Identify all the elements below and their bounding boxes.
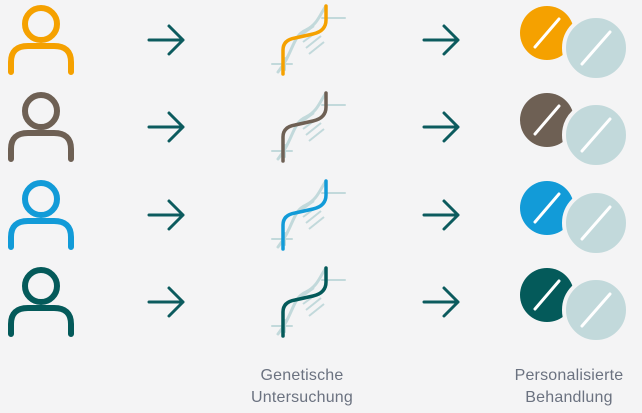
person-icon	[8, 267, 74, 337]
pill-icon	[520, 181, 630, 257]
pill-icon	[520, 268, 630, 344]
dna-icon	[271, 91, 346, 163]
dna-icon	[271, 179, 346, 251]
arrow-right-icon	[147, 111, 185, 143]
pathway-row-4	[8, 266, 630, 344]
person-icon	[8, 92, 74, 162]
person-icon	[8, 5, 74, 75]
dna-icon	[271, 266, 346, 338]
arrow-right-icon	[422, 199, 460, 231]
arrow-right-icon	[147, 24, 185, 56]
pill-icon	[520, 6, 630, 82]
caption-genetic-testing: Genetische Untersuchung	[222, 365, 382, 409]
pathway-row-3	[8, 179, 630, 257]
pathway-row-2	[8, 91, 630, 169]
arrow-right-icon	[422, 111, 460, 143]
pathway-row-1	[8, 4, 630, 82]
caption-personalized-treatment: Personalisierte Behandlung	[489, 365, 642, 409]
arrow-right-icon	[422, 286, 460, 318]
caption-treatment-line2: Behandlung	[525, 389, 613, 406]
arrow-right-icon	[422, 24, 460, 56]
pill-icon	[520, 93, 630, 169]
caption-genetic-line2: Untersuchung	[250, 389, 354, 406]
arrow-right-icon	[147, 199, 185, 231]
person-icon	[8, 180, 74, 250]
arrow-right-icon	[147, 286, 185, 318]
dna-icon	[271, 4, 346, 76]
caption-genetic-line1: Genetische	[260, 367, 344, 384]
caption-treatment-line1: Personalisierte	[514, 367, 624, 384]
